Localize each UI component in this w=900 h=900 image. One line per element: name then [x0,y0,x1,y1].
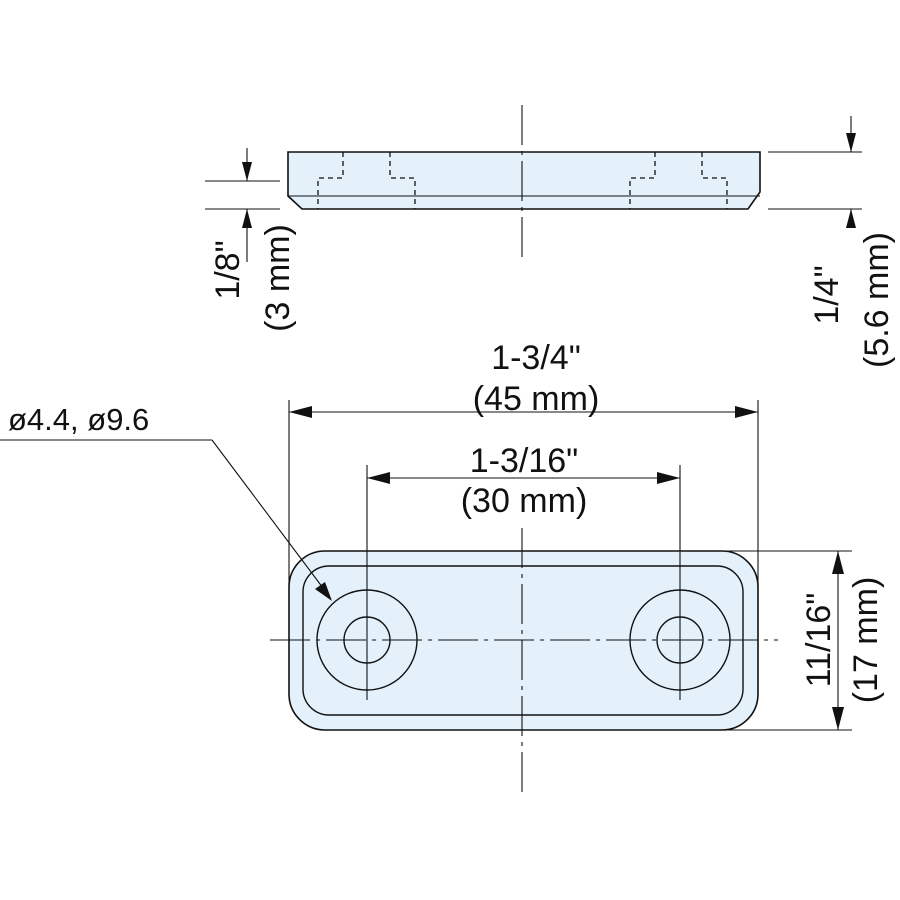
side-view: 1/8" (3 mm) 1/4" (5.6 mm) [205,105,896,368]
dim-left-arrow-bottom [242,209,252,228]
dim-right-arrow-bottom [846,209,856,228]
hole-callout-text: ø4.4, ø9.6 [8,402,149,437]
hole-callout-leader [211,439,327,593]
dim-left-metric: (3 mm) [259,224,297,332]
dim-width-arrow-right [735,406,758,418]
dim-left-arrow-top [242,162,252,181]
dim-spacing-metric: (30 mm) [461,482,588,520]
dim-width-imperial: 1-3/4" [491,339,581,377]
dim-height-imperial: 11/16" [800,593,838,688]
side-view-hidden-right [629,152,728,209]
dim-right-imperial: 1/4" [808,265,846,324]
dim-width-arrow-left [289,406,312,418]
dim-right-arrow-top [846,133,856,152]
dim-right-metric: (5.6 mm) [858,232,896,368]
dim-left-imperial: 1/8" [209,240,247,299]
dim-width-metric: (45 mm) [473,380,600,418]
dim-height-metric: (17 mm) [847,577,885,704]
side-view-body [287,151,761,210]
dim-spacing-arrow-left [367,472,390,484]
dim-spacing-arrow-right [657,472,680,484]
top-view: 1-3/4" (45 mm) 1-3/16" (30 mm) 11/16" (1… [0,339,885,792]
side-view-hidden-left [317,152,416,209]
hole-callout-arrow [315,582,332,601]
dim-height-arrow-bottom [832,707,844,730]
dim-height-arrow-top [832,551,844,574]
dim-spacing-imperial: 1-3/16" [470,442,578,480]
